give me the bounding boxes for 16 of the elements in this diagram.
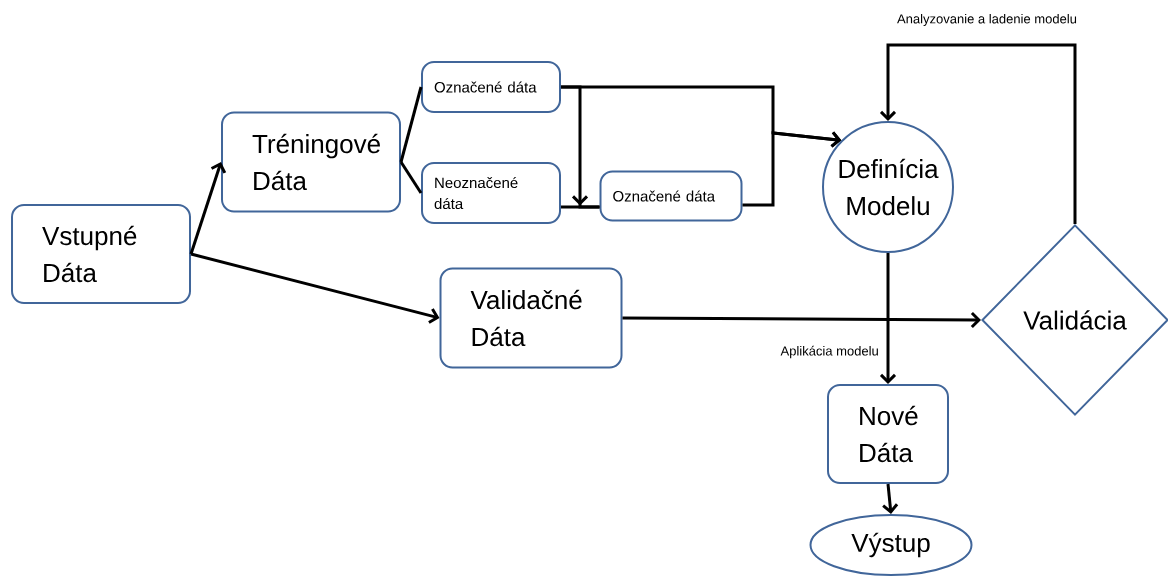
- process-box: Nové Dáta: [827, 384, 949, 484]
- arrow: [879, 43, 1077, 224]
- arrow: [742, 131, 842, 207]
- process-box: Označené dáta: [599, 170, 743, 222]
- edge-label: Aplikácia modelu: [779, 344, 880, 360]
- process-box: Neoznačené dáta: [421, 162, 561, 224]
- arrow: [879, 253, 897, 384]
- process-box: Označené dáta: [421, 61, 561, 113]
- arrow: [189, 162, 227, 255]
- arrow: [190, 252, 440, 324]
- process-box: Vstupné Dáta: [11, 204, 191, 304]
- edge-label: Analyzovanie a ladenie modelu: [896, 12, 1078, 28]
- arrow: [882, 483, 899, 514]
- process-box: Validačné Dáta: [439, 267, 623, 369]
- arrow: [622, 311, 981, 328]
- process-box: Tréningové Dáta: [221, 111, 401, 213]
